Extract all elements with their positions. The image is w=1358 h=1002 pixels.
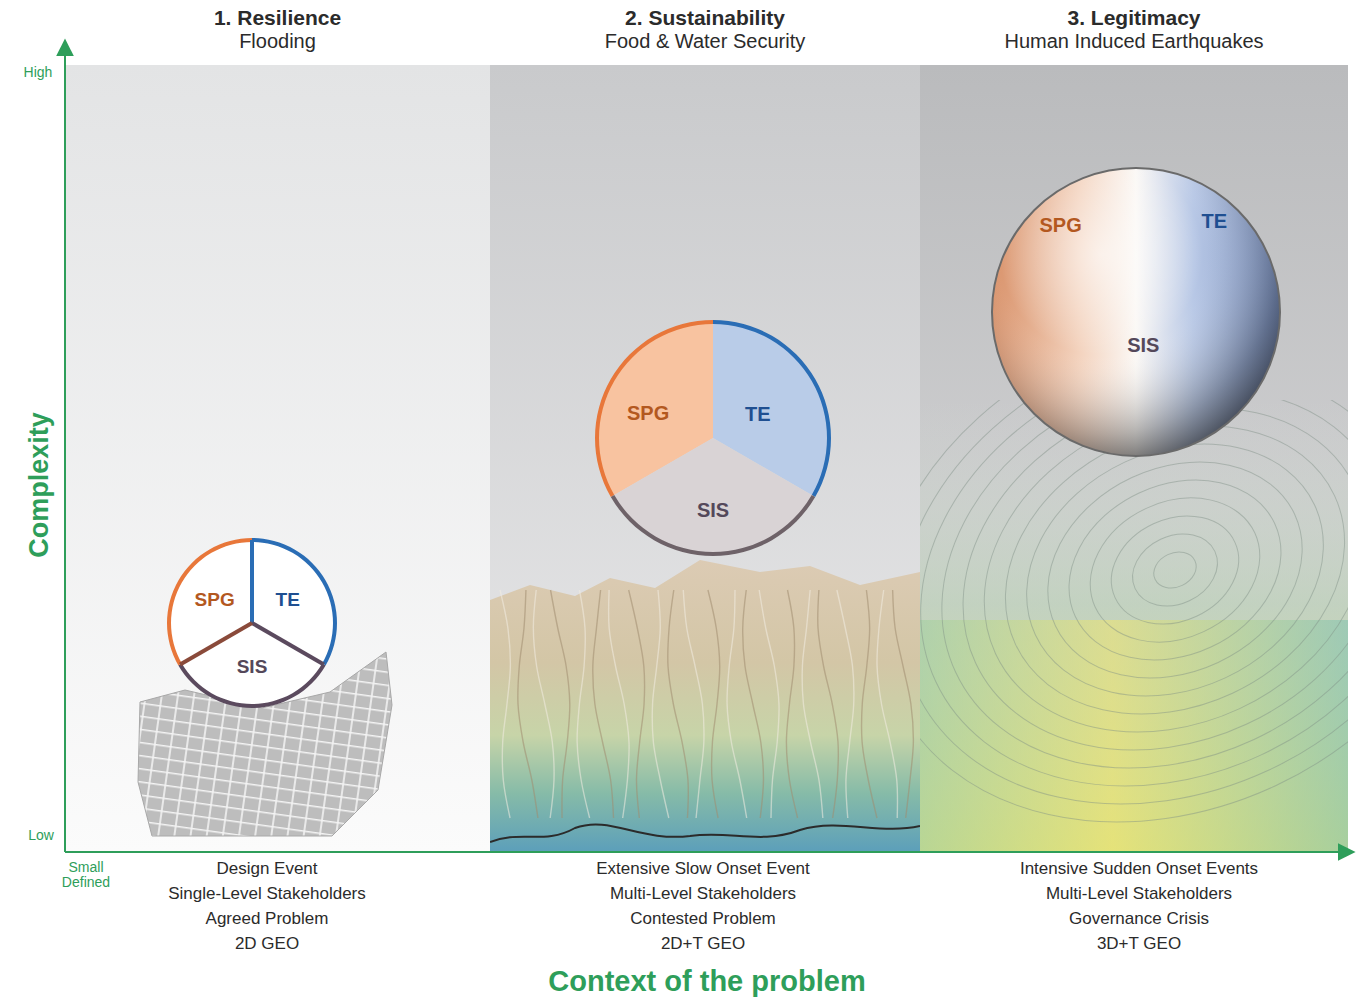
context-item: Agreed Problem — [67, 910, 467, 929]
ridge-line — [593, 590, 614, 818]
ridge-line — [743, 590, 764, 818]
ridge-line — [818, 590, 839, 818]
column-subheading: Food & Water Security — [490, 30, 920, 53]
terrain-map — [490, 560, 920, 852]
contour-line — [920, 400, 1348, 852]
contour-ground — [920, 620, 1348, 852]
contour-line — [1094, 496, 1257, 644]
ridge-line — [862, 590, 877, 818]
ridge-line — [629, 590, 645, 818]
context-item: 3D+T GEO — [939, 935, 1339, 954]
ridge-line — [668, 590, 689, 818]
sphere-body — [992, 168, 1280, 456]
contour-line — [920, 400, 1348, 852]
ridge-line — [577, 590, 590, 818]
y-axis — [64, 42, 66, 852]
contour-line — [920, 400, 1348, 852]
pie-diagram: SPG TE SIS — [167, 538, 337, 708]
ridge-line — [708, 590, 720, 818]
pie-segment — [179, 623, 324, 707]
ridge-line — [802, 590, 823, 818]
context-item: Contested Problem — [503, 910, 903, 929]
circle-shape — [595, 320, 831, 556]
segment-label: SIS — [697, 498, 729, 521]
contour-line — [1121, 521, 1229, 620]
contours — [920, 400, 1348, 852]
context-item: Design Event — [67, 860, 467, 879]
axis-tick: Small Defined — [55, 860, 117, 891]
contour-line — [1012, 422, 1337, 718]
column-heading: 3. Legitimacy — [920, 0, 1348, 30]
column-heading: 1. Resilience — [65, 0, 490, 30]
column-band: 2. SustainabilityFood & Water SecuritySP… — [490, 0, 920, 852]
context-item: Intensive Sudden Onset Events — [939, 860, 1339, 879]
contour-line — [920, 400, 1348, 817]
context-item: Multi-Level Stakeholders — [939, 885, 1339, 904]
column-band: 3. LegitimacyHuman Induced EarthquakesSP… — [920, 0, 1348, 852]
context-item: 2D GEO — [67, 935, 467, 954]
context-item: Multi-Level Stakeholders — [503, 885, 903, 904]
ridge-line — [533, 590, 554, 818]
ridge-line — [786, 590, 797, 818]
x-axis — [65, 851, 1352, 853]
ridge-line — [759, 590, 779, 818]
ridge-line — [652, 590, 669, 818]
pie-rim — [611, 495, 815, 556]
column-ground — [490, 65, 920, 852]
terrain — [490, 560, 920, 852]
column-ground — [65, 65, 490, 852]
context-item: Single-Level Stakeholders — [67, 885, 467, 904]
segment-label: SIS — [1127, 334, 1159, 357]
axis-tick: High — [13, 65, 63, 80]
pie-diagram: SPG TE SIS — [595, 320, 831, 556]
column-subheading: Flooding — [65, 30, 490, 53]
segment-label: TE — [1202, 209, 1228, 232]
axes — [65, 42, 1352, 852]
ridge-line — [727, 590, 747, 818]
ridge-line — [609, 590, 629, 818]
segment-label: TE — [276, 589, 300, 611]
context-item: Extensive Slow Onset Event — [503, 860, 903, 879]
column-band: 1. ResilienceFloodingSPG TE SIS — [65, 0, 490, 852]
ridge-line — [518, 590, 538, 818]
contour-line — [1067, 471, 1284, 669]
axis-tick: Low — [21, 828, 61, 843]
ridge-line — [683, 590, 704, 818]
axis-title: Complexity — [25, 375, 55, 595]
context-item: 2D+T GEO — [503, 935, 903, 954]
ridge-line — [500, 590, 510, 818]
contour-map — [920, 400, 1348, 852]
sphere-diagram: SPG TE SIS — [991, 167, 1281, 457]
border-line — [490, 824, 920, 842]
column-heading: 2. Sustainability — [490, 0, 920, 30]
context-item: Governance Crisis — [939, 910, 1339, 929]
segment-label: SIS — [237, 656, 268, 678]
circle-shape — [167, 538, 337, 708]
axis-title: Context of the problem — [457, 966, 957, 998]
segment-label: SPG — [195, 589, 235, 611]
circle-shape — [991, 167, 1281, 457]
segment-label: SPG — [1039, 214, 1081, 237]
contour-line — [920, 400, 1348, 842]
segment-label: SPG — [627, 402, 669, 425]
contour-line — [931, 400, 1348, 792]
ridge-line — [837, 590, 854, 818]
column-subheading: Human Induced Earthquakes — [920, 30, 1348, 53]
sphere-shade — [992, 168, 1280, 456]
ridge-line — [893, 590, 914, 818]
segment-label: TE — [745, 403, 771, 426]
pie-segment — [612, 438, 815, 555]
pie-divider — [250, 540, 254, 623]
column-grounds — [65, 65, 1348, 852]
ridge-line — [551, 590, 570, 818]
ridges — [500, 590, 913, 818]
contour-line — [1148, 545, 1202, 594]
